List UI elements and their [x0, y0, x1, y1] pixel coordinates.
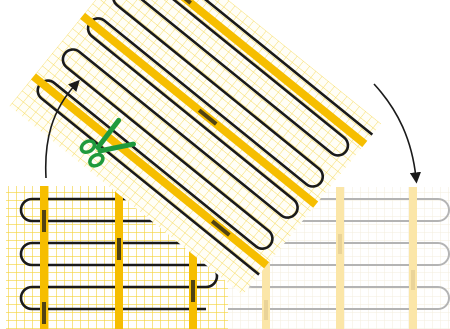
curved-arrow-icon — [374, 84, 416, 178]
mat-tape — [409, 187, 417, 329]
mat-tape — [336, 187, 344, 329]
